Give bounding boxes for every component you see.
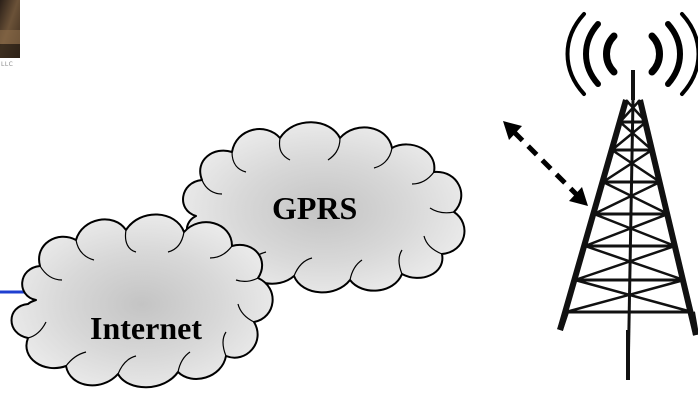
gprs-cloud-label: GPRS — [272, 190, 357, 227]
bidirectional-dashed-arrow-icon — [503, 121, 588, 206]
cell-tower-icon — [560, 70, 696, 380]
photo-caption: LLC — [1, 61, 13, 68]
photo-thumbnail — [0, 0, 20, 58]
internet-cloud-label: Internet — [90, 310, 202, 347]
